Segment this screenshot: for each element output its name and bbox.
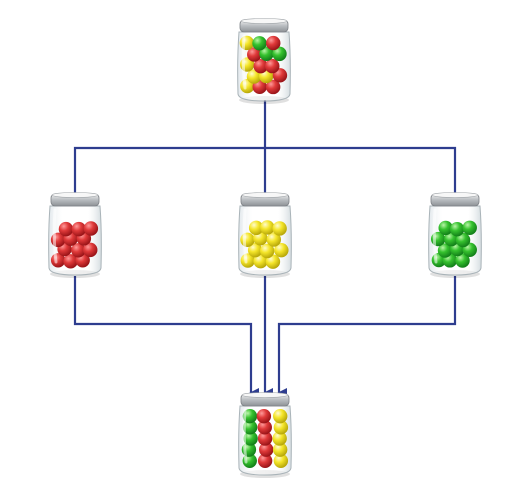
connector-green-to-bottom — [277, 276, 457, 398]
connector-red-to-bottom — [73, 276, 259, 398]
yellow-candy — [260, 220, 275, 235]
red-candy — [63, 254, 78, 269]
red-candy — [71, 221, 87, 237]
green-candy — [455, 253, 470, 268]
red-candy — [58, 221, 74, 237]
yellow-candy — [240, 232, 255, 247]
green-candy — [462, 220, 477, 235]
connector-lines — [73, 100, 457, 398]
green-candy — [437, 243, 453, 258]
yellow-candy — [272, 442, 288, 457]
yellow-candy — [266, 232, 282, 247]
yellow-candy — [253, 253, 268, 269]
yellow-candy — [239, 35, 255, 51]
green-candy — [243, 431, 258, 446]
green-candy — [272, 46, 287, 62]
yellow-candy — [273, 408, 288, 424]
yellow-candy — [246, 69, 262, 84]
yellow-candy — [247, 242, 263, 258]
green-candy — [438, 220, 453, 236]
red-candy — [256, 408, 272, 424]
yellow-candy — [272, 221, 287, 236]
green-jar — [428, 192, 482, 278]
red-candy — [257, 420, 272, 435]
green-candy — [252, 36, 267, 51]
jar-candies — [241, 408, 289, 468]
sorted-jar-bottom — [238, 392, 292, 478]
yellow-candy — [248, 220, 264, 236]
mixed-jar-top — [237, 18, 291, 104]
green-candy — [455, 232, 471, 248]
red-candy — [265, 79, 281, 95]
jar-candies — [50, 221, 99, 269]
yellow-jar — [238, 192, 292, 278]
red-candy — [247, 47, 262, 62]
red-candy — [265, 58, 280, 74]
green-candy — [449, 221, 465, 237]
red-candy — [71, 243, 86, 258]
red-candy — [266, 35, 281, 51]
red-candy — [83, 221, 99, 236]
yellow-candy — [274, 242, 289, 258]
jar-candies — [240, 220, 289, 269]
jar-candies — [239, 35, 288, 95]
yellow-candy — [273, 453, 289, 468]
red-candy — [257, 453, 273, 468]
yellow-candy — [273, 420, 289, 435]
jars-group — [48, 18, 482, 478]
green-candy — [259, 46, 274, 61]
red-candy — [257, 431, 273, 446]
yellow-candy — [265, 254, 281, 269]
yellow-candy — [272, 431, 287, 446]
green-candy — [242, 408, 258, 424]
red-candy — [253, 58, 268, 74]
green-candy — [242, 420, 258, 435]
red-candy — [259, 442, 274, 457]
red-jar — [48, 192, 102, 278]
red-candy — [83, 242, 98, 258]
yellow-candy — [259, 243, 275, 259]
